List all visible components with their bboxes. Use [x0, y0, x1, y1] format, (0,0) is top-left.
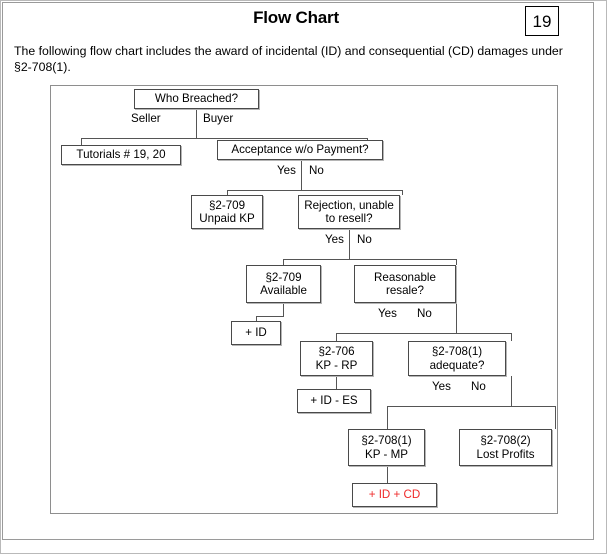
node-label-line2: KP - MP — [365, 447, 408, 461]
edge-line — [511, 333, 512, 341]
node-label: + ID + CD — [368, 488, 421, 502]
node-s2708-1-adequate[interactable]: §2-708(1) adequate? — [408, 341, 506, 376]
node-label-line2: adequate? — [429, 358, 485, 372]
edge-label-resale-yes: Yes — [378, 307, 397, 320]
node-label-line1: §2-709 — [208, 198, 246, 212]
intro-paragraph: The following flow chart includes the aw… — [14, 44, 563, 74]
node-label: Tutorials # 19, 20 — [76, 148, 166, 162]
edge-line — [283, 303, 284, 316]
node-label-line1: §2-708(1) — [431, 345, 483, 358]
edge-label-acceptance-yes: Yes — [277, 164, 296, 177]
node-label: Acceptance w/o Payment? — [231, 143, 369, 157]
node-plus-id[interactable]: + ID — [231, 321, 281, 345]
node-s2709-unpaid-kp[interactable]: §2-709 Unpaid KP — [191, 195, 263, 229]
edge-line — [227, 190, 228, 195]
node-s2708-2-lost-profits[interactable]: §2-708(2) Lost Profits — [459, 429, 552, 466]
node-tutorials[interactable]: Tutorials # 19, 20 — [61, 145, 181, 165]
edge-line — [196, 109, 197, 138]
page-title: Flow Chart — [253, 8, 339, 27]
node-plus-id-es[interactable]: + ID - ES — [297, 389, 371, 413]
node-label-line1: Reasonable — [374, 270, 436, 284]
edge-line — [283, 259, 456, 260]
flow-chart-frame: Who Breached? Seller Buyer Tutorials # 1… — [50, 85, 558, 514]
edge-line — [81, 138, 82, 145]
node-plus-id-plus-cd[interactable]: + ID + CD — [352, 483, 437, 507]
node-label-line2: resale? — [385, 284, 425, 297]
node-label-line2: Lost Profits — [476, 447, 535, 461]
node-s2708-1-kp-mp[interactable]: §2-708(1) KP - MP — [348, 429, 425, 466]
edge-line — [387, 466, 388, 483]
node-rejection-unable-to-resell[interactable]: Rejection, unable to resell? — [298, 195, 400, 229]
node-label-line1: Rejection, unable — [304, 198, 394, 212]
edge-line — [336, 333, 511, 334]
edge-label-buyer: Buyer — [203, 112, 234, 125]
page-number-badge: 19 — [525, 6, 559, 36]
node-s2706-kp-rp[interactable]: §2-706 KP - RP — [300, 341, 373, 376]
edge-line — [387, 406, 388, 429]
node-s2709-available[interactable]: §2-709 Available — [246, 265, 321, 303]
node-label-line1: §2-709 — [265, 270, 302, 284]
edge-line — [256, 316, 257, 321]
edge-label-seller: Seller — [131, 112, 161, 125]
edge-line — [336, 333, 337, 341]
node-label-line1: §2-708(2) — [480, 434, 531, 447]
node-label: + ID - ES — [310, 394, 358, 408]
edge-label-resale-no: No — [417, 307, 432, 320]
edge-line — [555, 406, 556, 429]
edge-line — [301, 160, 302, 190]
node-label-line1: §2-708(1) — [361, 434, 412, 447]
node-who-breached[interactable]: Who Breached? — [134, 89, 259, 109]
node-reasonable-resale[interactable]: Reasonable resale? — [354, 265, 456, 303]
edge-label-acceptance-no: No — [309, 164, 324, 177]
edge-line — [511, 376, 512, 406]
edge-label-rejection-no: No — [357, 233, 372, 246]
edge-line — [256, 316, 284, 317]
node-label-line2: Available — [260, 284, 307, 297]
edge-line — [336, 376, 337, 389]
edge-line — [387, 406, 555, 407]
node-label-line2: Unpaid KP — [199, 212, 255, 225]
edge-label-rejection-yes: Yes — [325, 233, 344, 246]
node-label-line2: to resell? — [325, 212, 373, 225]
edge-line — [456, 303, 457, 333]
node-label: + ID — [245, 326, 267, 340]
node-acceptance-wo-payment[interactable]: Acceptance w/o Payment? — [217, 140, 383, 160]
edge-line — [81, 138, 367, 139]
node-label-line1: §2-706 — [318, 345, 355, 358]
edge-line — [227, 190, 402, 191]
edge-line — [456, 259, 457, 265]
edge-label-adequate-no: No — [471, 380, 486, 393]
edge-label-adequate-yes: Yes — [432, 380, 451, 393]
edge-line — [349, 229, 350, 259]
edge-line — [283, 259, 284, 265]
node-label-line2: KP - RP — [315, 358, 358, 372]
edge-line — [402, 190, 403, 195]
node-label: Who Breached? — [154, 92, 239, 106]
